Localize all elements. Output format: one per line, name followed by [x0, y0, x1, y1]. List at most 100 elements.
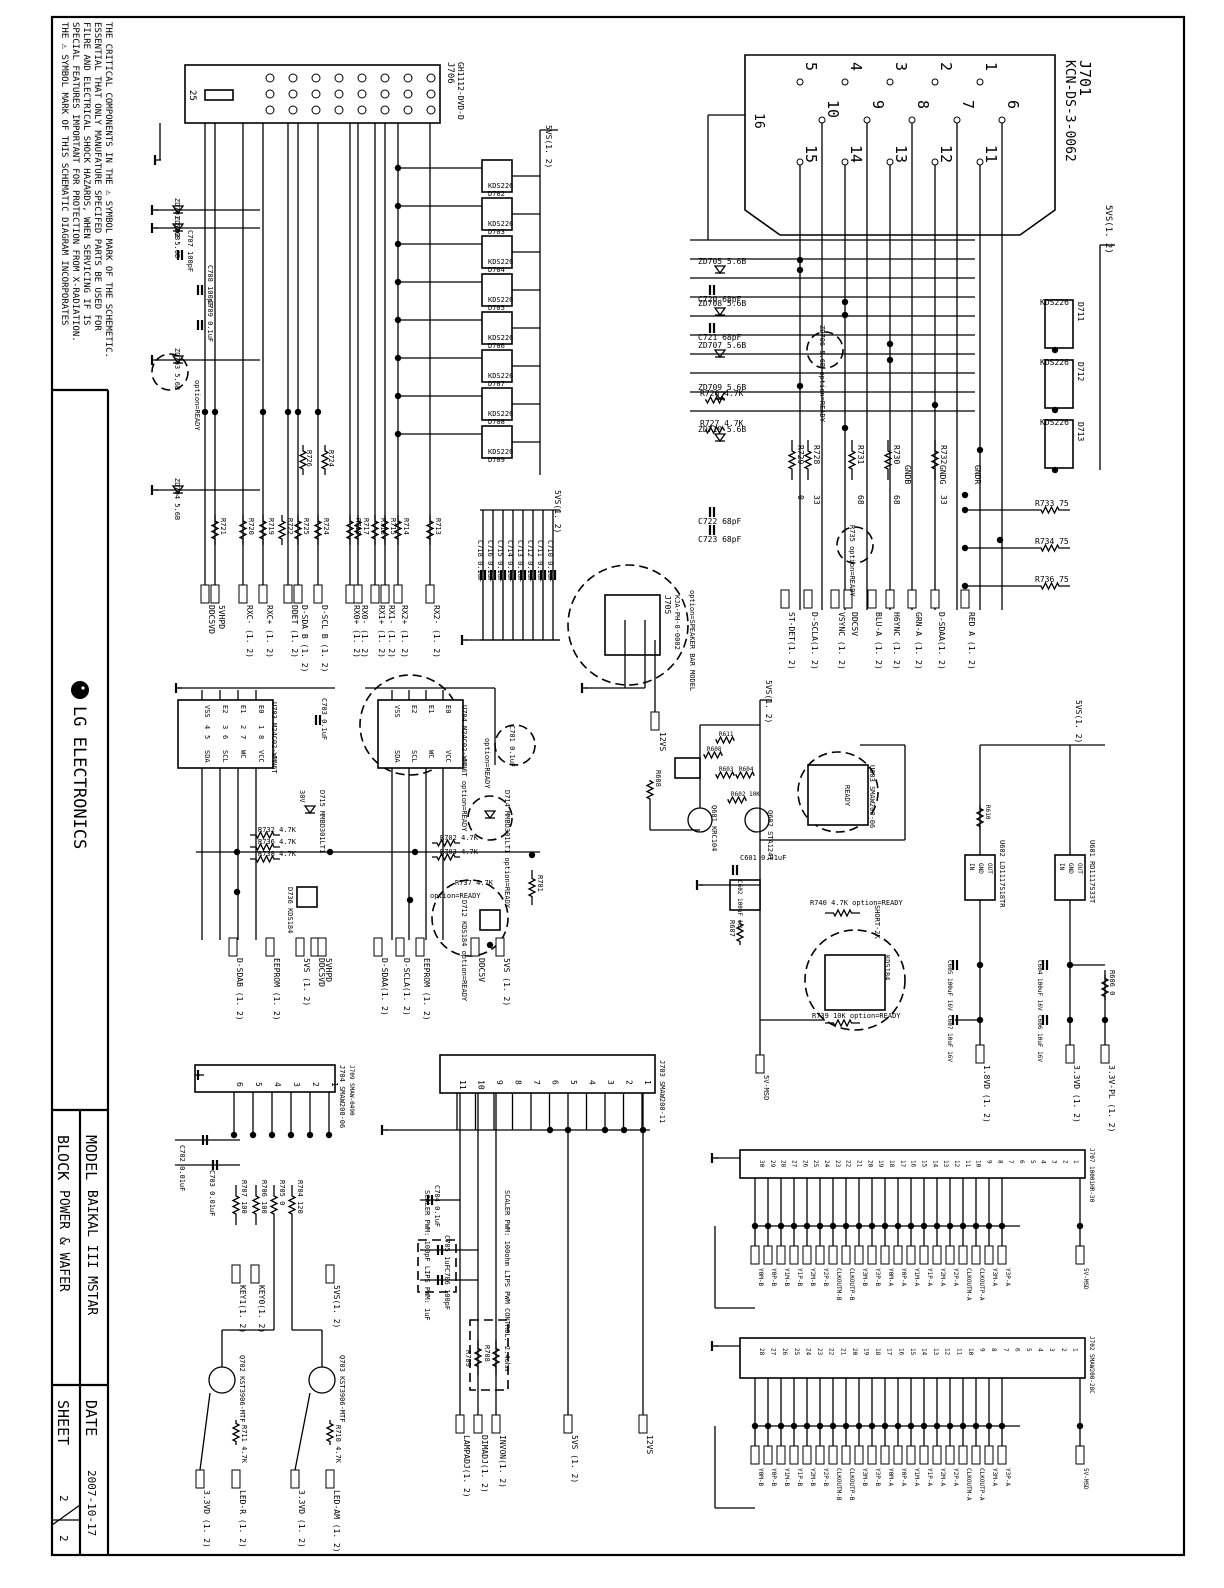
- kds-label-group: D712 KDS184 option=READY: [460, 900, 468, 1002]
- regulator-pin: IN: [968, 863, 975, 871]
- power-net-port: [755, 1054, 765, 1074]
- vga-diode-part-group: KDS226: [1040, 298, 1069, 307]
- speaker-connector-part-group: KJA-PH-0-0002: [673, 595, 681, 650]
- inverter-connector-label-group: J703 SMAW200-11: [658, 1060, 666, 1123]
- junction-dot: [394, 316, 402, 324]
- inverter-pin: 1: [643, 1080, 652, 1085]
- kds-label: D736 KDS184: [286, 887, 294, 933]
- c701-option-marker: [494, 724, 536, 766]
- lvds-j702-pin: 14: [921, 1348, 928, 1356]
- junction-dot: [816, 1222, 824, 1230]
- junction-dot: [803, 1222, 811, 1230]
- dvi-net-label: RX0+ (1. 2): [352, 605, 361, 658]
- junction-dot: [841, 311, 849, 319]
- brand-name: LG ELECTRONICS: [69, 706, 89, 849]
- vga-gnd-label: GNDR: [973, 465, 982, 484]
- dvi-diode-ref-group: D705: [488, 304, 505, 312]
- vga-vres-value-group: 68: [856, 495, 865, 505]
- vga-net-label-group: DDC5V: [850, 612, 859, 636]
- dvi-connector-ref-group: J706: [445, 62, 455, 84]
- vga-pin-label: 7: [959, 100, 977, 109]
- c701-label-group: C701 0.1uF: [508, 725, 516, 767]
- dvi-net-label: RX1- (1. 2): [387, 605, 396, 658]
- vga-connector-part: KCN-DS-3-0062: [1062, 60, 1077, 162]
- diode: [713, 307, 727, 317]
- dvi-res-label-group: R714: [402, 518, 410, 535]
- lvds-j702-net-label-group: Y0P-A: [900, 1468, 907, 1486]
- dvi-net-label-group: RX2- (1. 2): [432, 605, 441, 658]
- lvds-j707-pin: 30: [758, 1160, 765, 1168]
- vga-pin-label: 3: [892, 62, 910, 71]
- vga-diode-ref: D711: [1076, 302, 1085, 321]
- lvds-j707-pin: 2: [1061, 1160, 1068, 1164]
- dvi-pin: [288, 89, 298, 99]
- vga-diode-part-group: KDS226: [1040, 418, 1069, 427]
- dvi-diode-ref-group: D706: [488, 342, 505, 350]
- notice-line: THE CRITICAL COMPONENTS IN THE ⚠ SYMBOL …: [103, 22, 113, 358]
- c703-label: C703 0.1uF: [320, 698, 328, 740]
- dvi-diode-ref: D708: [488, 418, 505, 426]
- vga-net-label: DDC5V: [850, 612, 859, 636]
- lvds-j702-pin: 6: [1013, 1348, 1020, 1352]
- vga-pin-label: 4: [847, 62, 865, 71]
- resistor: [277, 515, 287, 545]
- eeprom-pin-num: 3: [221, 725, 229, 729]
- r737-note: option=READY: [430, 892, 481, 900]
- dvi-net-label-group: D-SCL B (1. 2): [320, 605, 329, 672]
- vga-pin: [818, 116, 826, 124]
- r737-label: R737 4.7K: [455, 879, 494, 887]
- lvds-j702-pin: 10: [967, 1348, 974, 1356]
- dvi-cap-label: C707 100pF: [186, 230, 194, 272]
- power-res-label: R602 10K: [731, 791, 760, 798]
- resistor: [370, 515, 380, 545]
- page-frame: [50, 15, 1186, 1557]
- key-pin-group: 6: [235, 1082, 244, 1087]
- dvi-pin: [403, 73, 413, 83]
- eeprom-res-label-group: R702 4.7K: [440, 834, 479, 842]
- lvds-j702-net-port: [880, 1445, 890, 1465]
- vga-cap-label-group: C722 68pF: [698, 517, 742, 526]
- dvi-net-port: [380, 584, 390, 604]
- c701-label: C701 0.1uF: [508, 725, 516, 767]
- eeprom-net-port: [228, 937, 238, 957]
- vga-vres-value: 68: [892, 495, 901, 505]
- eeprom-net-label-group: DDC5V: [477, 958, 486, 982]
- vga-pin: [886, 158, 894, 166]
- junction-dot: [294, 408, 302, 416]
- dvi-diode-part-group: KDS226: [488, 220, 513, 228]
- speaker-connector-body: [604, 594, 661, 656]
- eeprom-u704-body: [377, 699, 464, 769]
- junction-dot: [764, 1422, 772, 1430]
- regulator-pin: OUT: [986, 863, 993, 874]
- eeprom-pin-name: E0: [444, 705, 452, 713]
- model-label: MODEL: [82, 1135, 100, 1180]
- inverter-pin-group: 4: [588, 1080, 597, 1085]
- q601-label: Q601 KRC104: [710, 805, 718, 851]
- lvds-j702-net-port: [815, 1445, 825, 1465]
- r737-label-group: R737 4.7K: [455, 879, 494, 887]
- junction-dot: [816, 1422, 824, 1430]
- lvds-j702-net-label-group: Y3P-B: [874, 1468, 881, 1486]
- lvds-j702-net-label-group: Y2P-B: [822, 1468, 829, 1486]
- inverter-net-port: [473, 1414, 483, 1434]
- lvds-j707-net-label: Y1P-A: [926, 1268, 933, 1286]
- junction-dot: [268, 1131, 276, 1139]
- lvds-j702-net-port: [789, 1445, 799, 1465]
- inverter-pin: 6: [551, 1080, 560, 1085]
- resistor: [238, 515, 248, 545]
- resistor: [705, 425, 725, 435]
- inverter-res-option-box: [469, 1319, 509, 1391]
- lvds-j707-pin-group: 19: [877, 1160, 884, 1168]
- dvi-net-label: RXC- (1. 2): [245, 605, 254, 658]
- lvds-j702-pin: 24: [804, 1348, 811, 1356]
- eeprom-pin-name-group: E0: [444, 705, 452, 713]
- lvds-j707-net-port: [906, 1245, 916, 1265]
- dvi-connector-ref: J706: [445, 62, 455, 84]
- eeprom-u704-label-group: U704 M24C02-WMN6T option=READY: [460, 705, 468, 832]
- vga-vres-value-group: 68: [892, 495, 901, 505]
- lvds-j707-net-label-group: Y2M-A: [939, 1268, 946, 1286]
- vga-gnd-label: GNDG: [938, 465, 947, 484]
- vga-connector-ref: J701: [1076, 60, 1094, 96]
- regulator-pin-group: OUT: [1076, 863, 1083, 874]
